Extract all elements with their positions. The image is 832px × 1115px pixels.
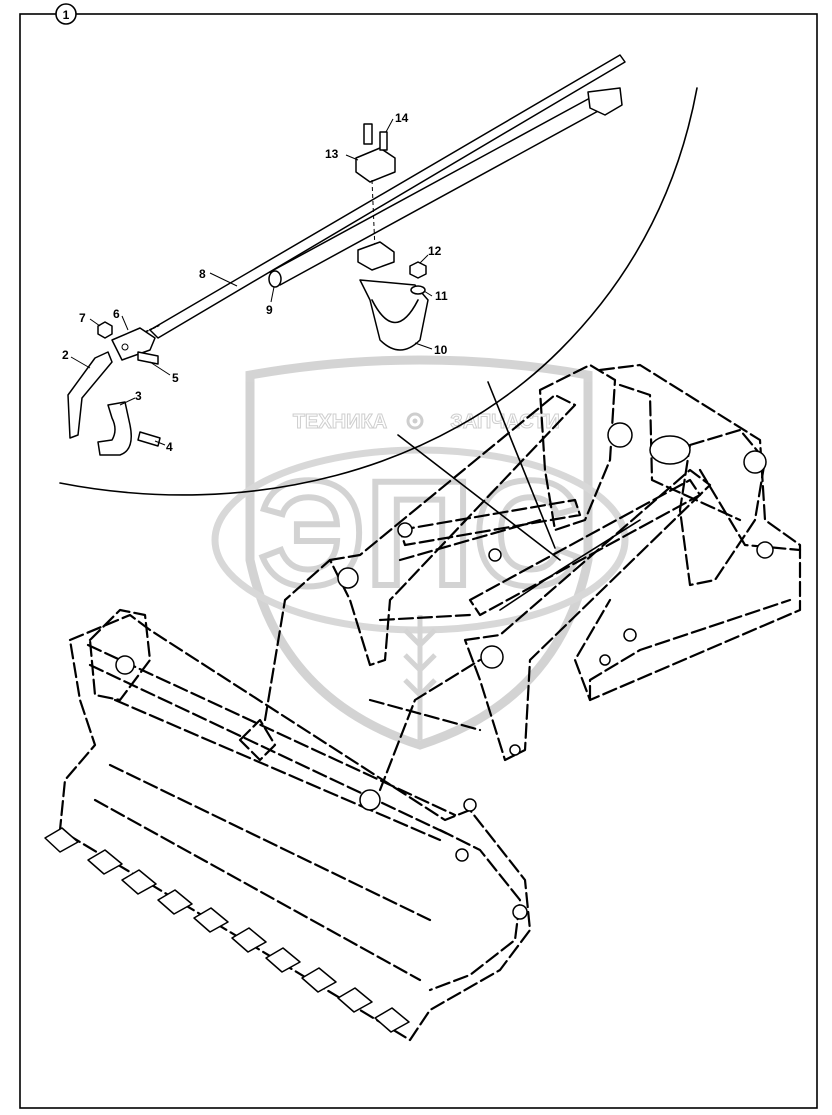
clamp-bottom	[357, 241, 395, 271]
callout-7: 7	[79, 311, 86, 325]
bucket-pivot-right	[455, 848, 469, 862]
watermark-logo: ЭПС	[259, 449, 582, 617]
callout-3: 3	[135, 389, 142, 403]
loader-assembly	[44, 363, 802, 1042]
hook-bracket	[97, 401, 132, 456]
detail-boundary-curve	[59, 87, 698, 496]
bucket-tooth	[374, 1007, 410, 1033]
bucket-outline	[58, 613, 532, 1042]
hardware-bolt	[599, 654, 611, 666]
callout-8: 8	[199, 267, 206, 281]
hardware-bolt	[756, 541, 774, 559]
bucket-back-plate	[93, 698, 442, 982]
bucket-pivot-left	[115, 655, 135, 675]
callout-leaders	[70, 118, 433, 446]
tilt-link-right	[378, 658, 482, 792]
bucket-tooth	[87, 849, 123, 875]
gear-icon	[406, 412, 424, 430]
hardware-bolt	[463, 798, 477, 812]
bucket-tooth	[265, 947, 301, 973]
wheat-icon	[403, 615, 437, 740]
bucket-tooth	[193, 907, 229, 933]
rear-right-tower	[678, 428, 767, 587]
watermark-shield	[245, 355, 593, 750]
bucket-tooth	[44, 827, 79, 853]
detail-leader-left	[397, 434, 561, 561]
bucket-tooth	[157, 889, 193, 915]
bracket-bolt	[137, 431, 161, 447]
callout-13: 13	[325, 147, 339, 161]
tube	[268, 97, 601, 288]
rear-pivot-right	[743, 450, 767, 474]
bucket-side-hole	[512, 904, 528, 920]
bucket-pivot-center	[359, 789, 381, 811]
bucket-teeth	[44, 827, 410, 1033]
callout-12: 12	[428, 244, 442, 258]
callout-14: 14	[395, 111, 409, 125]
lift-arm-left	[328, 393, 577, 667]
u-strap	[359, 279, 429, 351]
washer	[410, 285, 426, 295]
fork-end	[111, 327, 156, 361]
clamp-top	[355, 123, 396, 183]
arm-pivot-right	[480, 645, 504, 669]
hydraulic-cylinder-end	[649, 435, 691, 465]
hardware-bolt	[623, 628, 637, 642]
rear-pivot-left	[607, 422, 633, 448]
callout-10: 10	[434, 343, 448, 357]
lift-cylinder-right	[468, 478, 702, 617]
hardware-bolt	[397, 522, 413, 538]
hardware-bolt	[488, 548, 502, 562]
lift-cylinder-left	[398, 498, 582, 547]
bucket-tooth	[231, 927, 267, 953]
pin-bolt	[137, 351, 159, 365]
rear-left-tower	[538, 363, 617, 532]
callout-5: 5	[172, 371, 179, 385]
bucket-lug-left	[238, 718, 277, 762]
hardware-bolt	[509, 744, 521, 756]
figure-number-badge: 1	[55, 3, 77, 25]
watermark-left-word: ТЕХНИКА	[293, 411, 387, 433]
tube-end-bracket	[587, 87, 623, 116]
bucket-side-plate	[428, 828, 522, 992]
lift-arm-right	[463, 468, 712, 762]
bucket-ear-left	[88, 608, 152, 702]
bucket-tooth	[301, 967, 337, 993]
bucket-tooth	[121, 869, 157, 895]
tilt-link-left	[263, 558, 332, 722]
callout-6: 6	[113, 307, 120, 321]
linkage-rod	[499, 519, 641, 611]
diagram-frame	[19, 13, 818, 1109]
arm-pivot-left	[337, 567, 359, 589]
lock-nut	[97, 321, 113, 339]
bucket-tooth	[337, 987, 373, 1013]
callout-11: 11	[435, 289, 448, 303]
figure-number: 1	[63, 8, 70, 22]
lever	[67, 351, 113, 439]
nut	[409, 261, 427, 279]
assembly-line-clamp	[371, 179, 376, 251]
loader-mounting-frame	[573, 363, 802, 702]
callout-9: 9	[266, 303, 273, 317]
callout-2: 2	[62, 348, 69, 362]
callout-4: 4	[166, 440, 173, 454]
